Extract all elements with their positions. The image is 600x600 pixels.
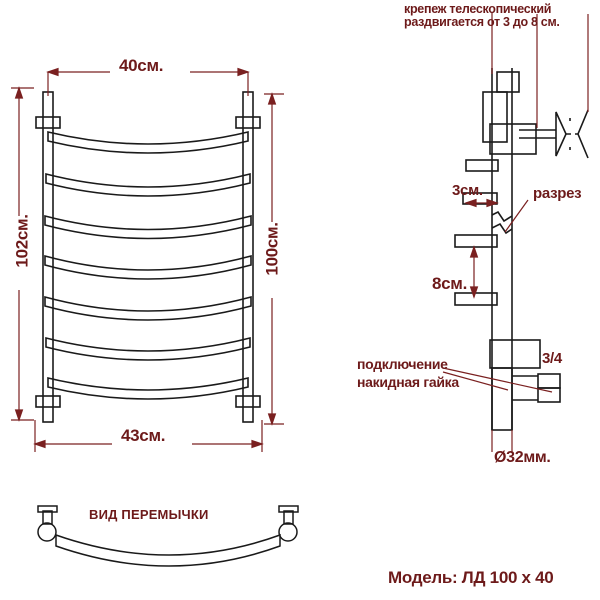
dim-label-top-width: 40см.	[119, 56, 164, 75]
bridge-end-right-stem	[283, 510, 294, 525]
bracket-bottom-left	[35, 395, 61, 408]
section-break-upper	[491, 210, 513, 223]
bracket-bottom-right	[235, 395, 261, 408]
dim-right-arrow-top	[267, 92, 277, 105]
dim-label-bottom-width: 43см.	[121, 426, 166, 445]
dim-top-arrow-left	[46, 67, 59, 77]
telescopic-bracket-body	[496, 71, 520, 93]
union-nut-upper	[537, 373, 561, 389]
connection-note-line2: накидная гайка	[357, 373, 459, 390]
connection-note: подключение накидная гайка	[357, 356, 459, 391]
dim-right-arrow-bottom	[267, 413, 277, 426]
lower-pipe-stub	[491, 367, 513, 431]
rung-3	[44, 214, 252, 240]
bracket-top-right	[235, 116, 261, 129]
telescopic-mount-note: крепеж телескопический раздвигается от 3…	[404, 2, 560, 30]
bracket-top-left	[35, 116, 61, 129]
leader-razrez	[504, 199, 529, 233]
telescopic-bracket-plate	[489, 123, 537, 155]
side-view-geometry	[454, 68, 589, 431]
dim-bottom-arrow-right	[251, 439, 264, 449]
dim-label-right-height: 100см.	[262, 222, 282, 276]
bridge-end-right-ring	[278, 522, 298, 542]
model-label: Модель: ЛД 100 х 40	[388, 568, 554, 587]
pipe-diameter-label: Ø32мм.	[494, 449, 551, 466]
rung-4	[44, 254, 252, 280]
telescopic-cone-far	[577, 109, 589, 159]
dim-8cm-arrow-top	[469, 245, 479, 258]
side-rung-stub-3	[454, 292, 498, 306]
bridge-tube	[55, 533, 281, 567]
section-break-lower	[491, 222, 513, 235]
rung-group	[44, 130, 252, 400]
side-view-dimensions	[442, 12, 589, 452]
dim-8cm-arrow-bottom	[469, 286, 479, 299]
side-rung-stub-2	[454, 234, 498, 248]
telescopic-cone-near	[555, 111, 567, 157]
bridge-end-left-stem	[42, 510, 53, 525]
dim-bottom-arrow-left	[33, 439, 46, 449]
dim-label-offset-max: 8см.	[432, 274, 468, 293]
telescopic-bracket-column	[482, 91, 508, 143]
connection-body-block	[489, 339, 541, 369]
side-rung-stub-1	[462, 192, 498, 205]
dim-3cm-arrow-right	[486, 198, 499, 208]
front-view-geometry	[35, 91, 261, 423]
telescopic-mount-note-line2: раздвигается от 3 до 8 см.	[404, 15, 560, 30]
rung-2	[45, 172, 251, 197]
bridge-view-geometry	[37, 505, 299, 567]
connection-note-line1: подключение	[357, 356, 448, 372]
dim-left-arrow-bottom	[14, 409, 24, 422]
rung-5	[44, 295, 252, 321]
bridge-view-label: ВИД ПЕРЕМЫЧКИ	[89, 507, 209, 522]
bridge-end-left-ring	[37, 522, 57, 542]
rung-1	[47, 130, 249, 154]
union-nut-lower	[537, 387, 561, 403]
rung-6	[45, 336, 251, 361]
dim-top-arrow-right	[237, 67, 250, 77]
thread-size-label: 3/4	[542, 350, 562, 367]
side-rung-stub-0	[465, 159, 499, 172]
dim-label-left-height: 102см.	[12, 214, 32, 268]
dim-left-arrow-top	[14, 86, 24, 99]
section-label: разрез	[533, 185, 582, 202]
telescopic-mount-note-line1: крепеж телескопический	[404, 2, 552, 16]
bridge-end-left-cap	[37, 505, 58, 513]
leader-connection-1	[442, 367, 553, 393]
front-view-dimensions	[11, 67, 284, 452]
bridge-end-right-cap	[278, 505, 299, 513]
dim-label-offset-min: 3см.	[452, 182, 483, 199]
rung-7	[47, 376, 249, 400]
leader-connection-2	[442, 371, 509, 391]
dim-3cm-arrow-left	[464, 198, 477, 208]
